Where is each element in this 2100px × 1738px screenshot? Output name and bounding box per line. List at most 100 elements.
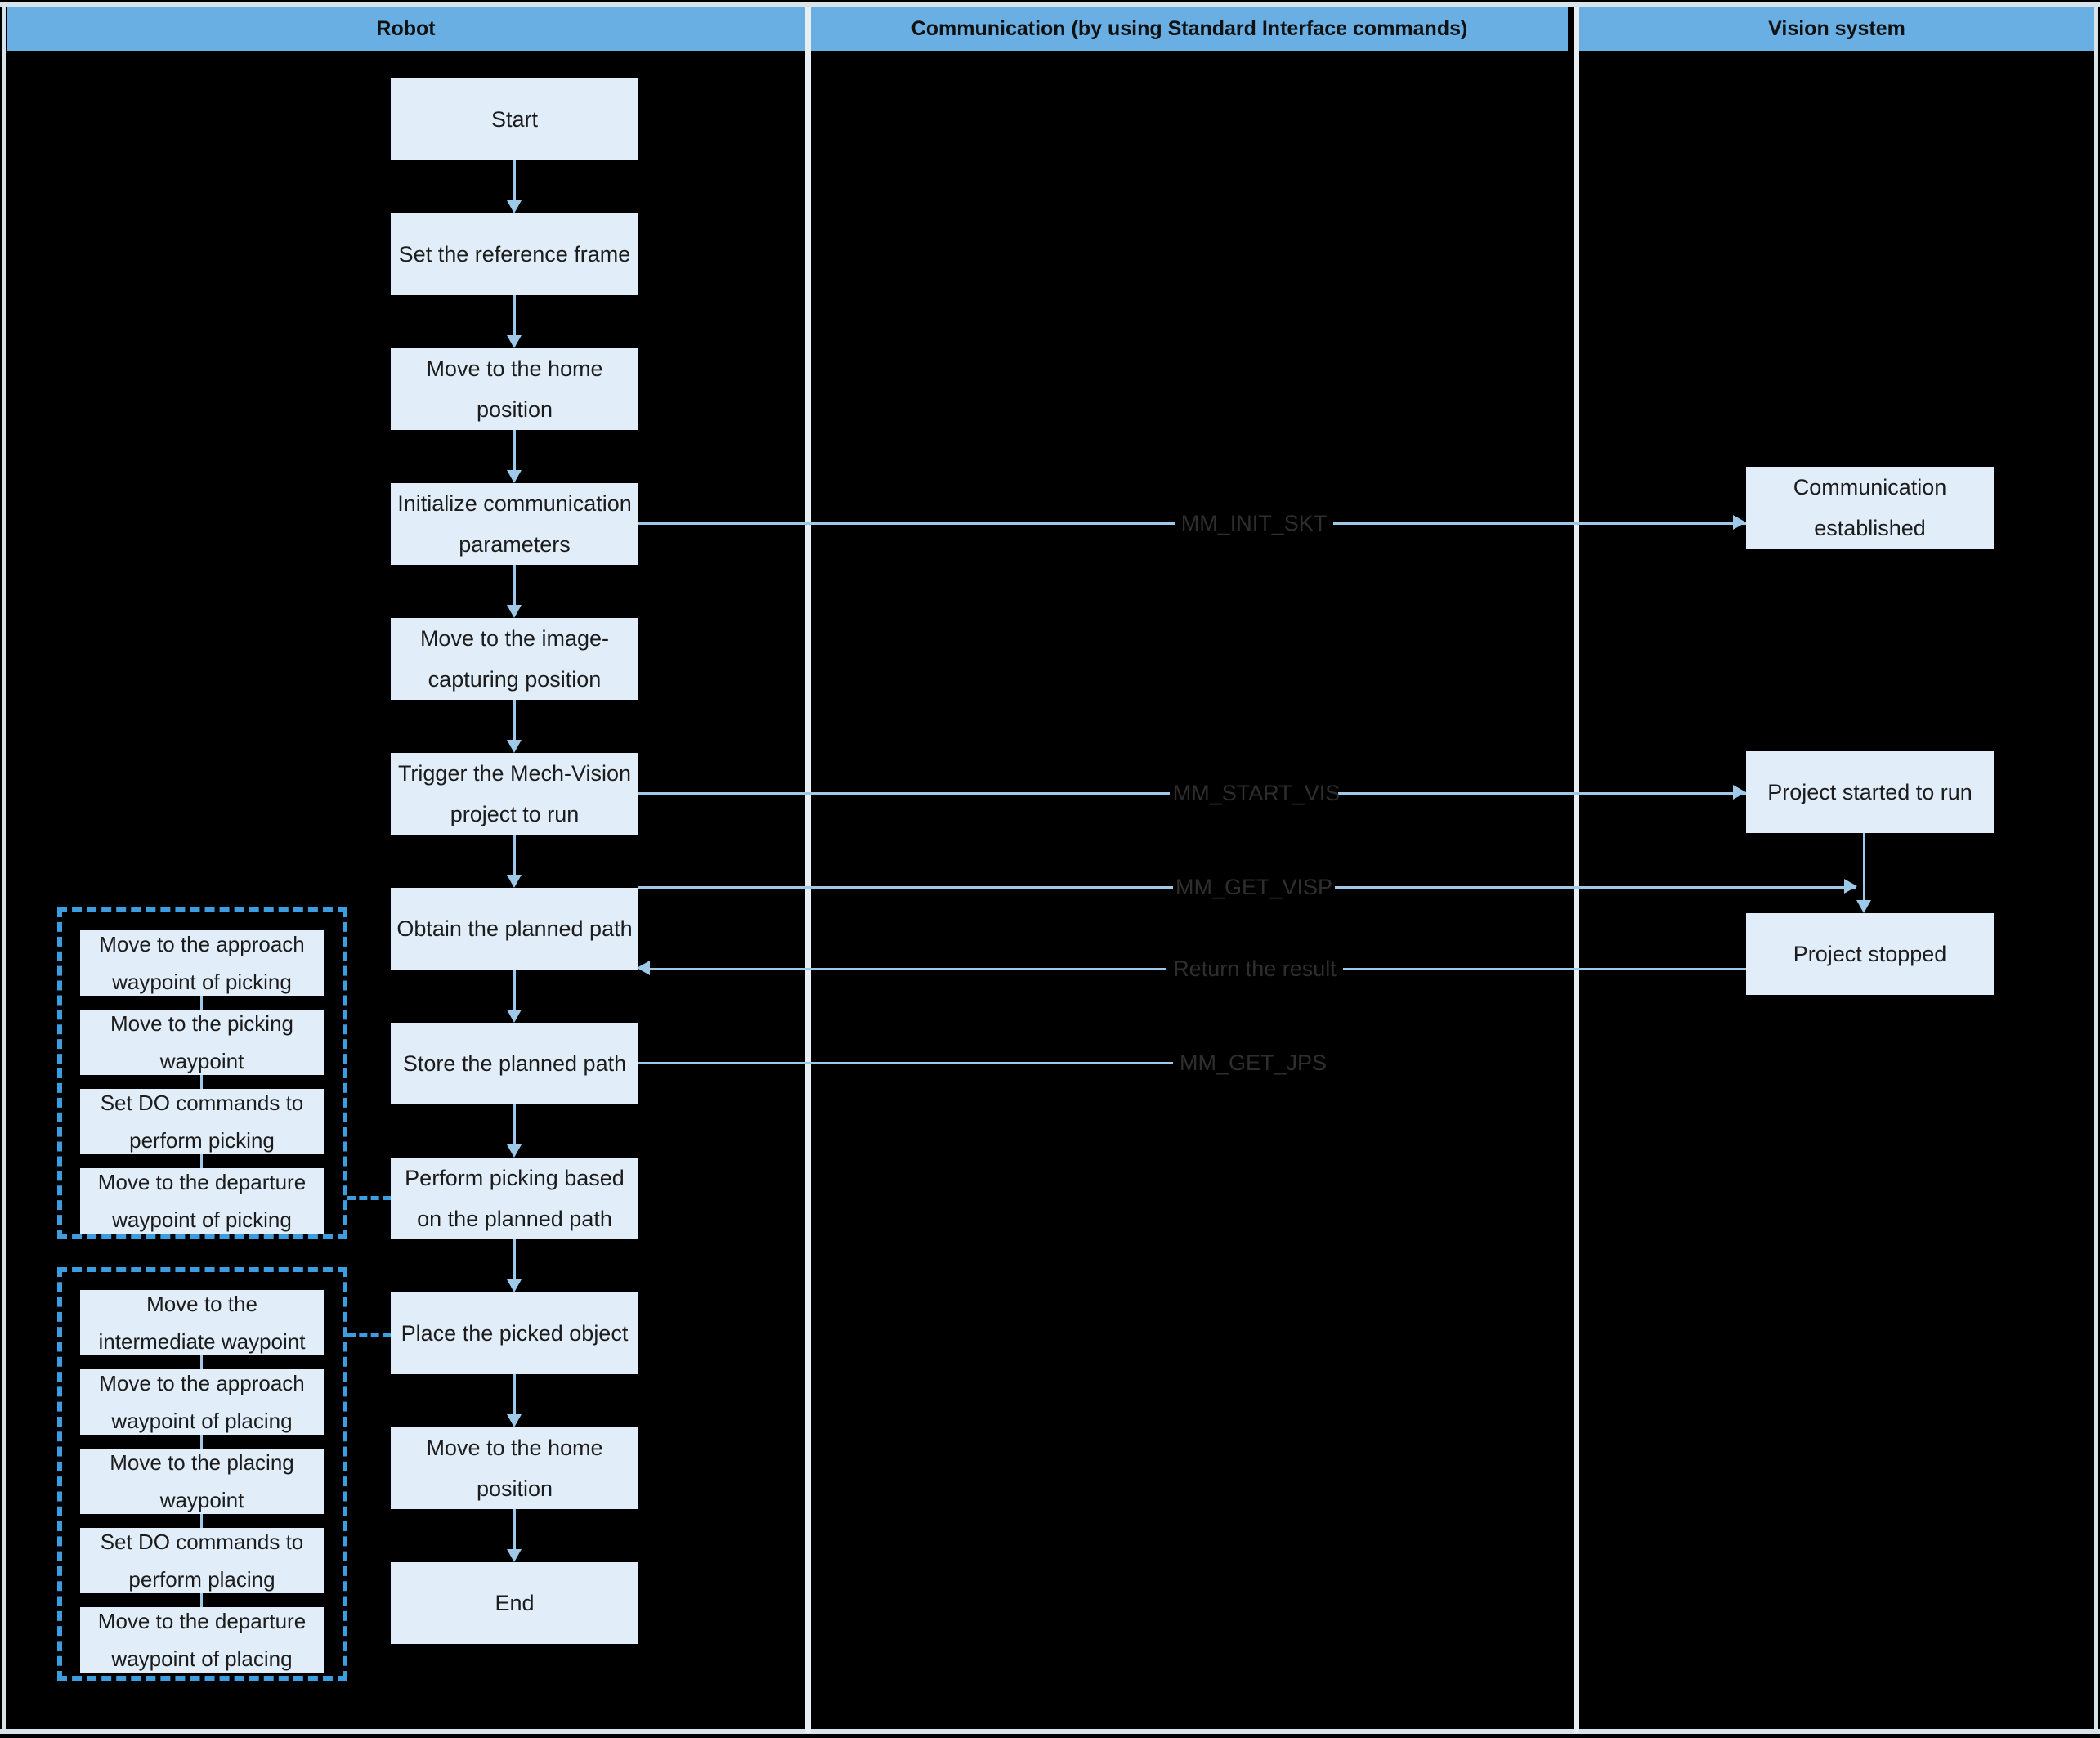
connector-placing-4-5 (200, 1593, 203, 1610)
msgline-mm-get-visp-left (638, 886, 1173, 889)
node-move-home-first-label: Move to the home position (426, 356, 603, 422)
message-label-return-the-result: Return the result (1173, 956, 1337, 981)
node-start-label: Start (490, 107, 539, 132)
msgline-mm-get-visp-right (1335, 886, 1856, 889)
node-approach-waypoint-picking[interactable]: Move to the approach waypoint of picking (80, 930, 324, 996)
node-project-stopped[interactable]: Project stopped (1746, 913, 1994, 995)
msgline-return-result-left (650, 968, 1166, 970)
node-project-stopped-label: Project stopped (1793, 942, 1947, 966)
node-picking-waypoint[interactable]: Move to the picking waypoint (80, 1010, 324, 1075)
message-label-mm-init-skt: MM_INIT_SKT (1180, 511, 1328, 535)
lane-divider-communication-vision (1574, 7, 1579, 1733)
msgline-return-result-right (1343, 968, 1746, 970)
node-initialize-communication-label: Initialize communication parameters (397, 491, 632, 557)
connector-start-to-reference (513, 160, 516, 200)
node-approach-waypoint-picking-label: Move to the approach waypoint of picking (99, 932, 305, 994)
frame-right-edge (2094, 2, 2098, 1734)
connector-picking-1-2 (200, 996, 203, 1012)
msgline-mm-init-skt-right (1333, 522, 1746, 525)
connector-picking-2-3 (200, 1075, 203, 1091)
node-project-started-to-run[interactable]: Project started to run (1746, 751, 1994, 833)
node-move-image-capturing[interactable]: Move to the image-capturing position (391, 618, 638, 700)
arrowhead-reference-to-home (507, 335, 522, 348)
connector-obtain-to-store (513, 970, 516, 1010)
lane-divider-robot-communication (805, 7, 811, 1733)
node-move-home-second[interactable]: Move to the home position (391, 1427, 638, 1509)
connector-perform-picking-to-place (513, 1239, 516, 1279)
node-intermediate-waypoint-label: Move to the intermediate waypoint (98, 1292, 306, 1354)
node-do-commands-placing[interactable]: Set DO commands to perform placing (80, 1528, 324, 1593)
arrowhead-store-to-perform-picking (507, 1144, 522, 1158)
node-communication-established[interactable]: Communication established (1746, 467, 1994, 549)
connector-trigger-to-obtain (513, 835, 516, 875)
connector-home-to-init (513, 430, 516, 470)
node-project-started-to-run-label: Project started to run (1767, 780, 1972, 804)
connector-placing-2-3 (200, 1435, 203, 1451)
node-perform-picking-label: Perform picking based on the planned pat… (405, 1166, 625, 1231)
group-picking-sequence (57, 907, 347, 1239)
connector-picking-3-4 (200, 1154, 203, 1171)
node-do-commands-picking[interactable]: Set DO commands to perform picking (80, 1089, 324, 1154)
frame-left-edge (2, 2, 6, 1734)
connector-store-to-perform-picking (513, 1104, 516, 1144)
node-obtain-planned-path-label: Obtain the planned path (396, 916, 633, 941)
connector-home-to-end (513, 1509, 516, 1549)
arrowhead-init-to-image-capture (507, 605, 522, 618)
node-end[interactable]: End (391, 1562, 638, 1644)
node-perform-picking[interactable]: Perform picking based on the planned pat… (391, 1158, 638, 1239)
node-do-commands-placing-label: Set DO commands to perform placing (100, 1530, 304, 1592)
arrowhead-mm-start-vis (1733, 785, 1746, 800)
connector-placing-3-4 (200, 1514, 203, 1530)
node-approach-waypoint-placing[interactable]: Move to the approach waypoint of placing (80, 1369, 324, 1435)
node-intermediate-waypoint[interactable]: Move to the intermediate waypoint (80, 1290, 324, 1355)
node-store-planned-path[interactable]: Store the planned path (391, 1023, 638, 1104)
connector-reference-to-home (513, 295, 516, 335)
arrowhead-place-to-home (507, 1414, 522, 1427)
node-start[interactable]: Start (391, 78, 638, 160)
connector-init-to-image-capture (513, 565, 516, 605)
frame-top-edge (0, 2, 2100, 7)
connector-placing-1-2 (200, 1355, 203, 1372)
connector-image-capture-to-trigger (513, 700, 516, 740)
node-placing-waypoint[interactable]: Move to the placing waypoint (80, 1449, 324, 1514)
node-end-label: End (495, 1591, 535, 1615)
node-departure-waypoint-picking[interactable]: Move to the departure waypoint of pickin… (80, 1168, 324, 1234)
node-placing-waypoint-label: Move to the placing waypoint (110, 1450, 294, 1512)
node-departure-waypoint-picking-label: Move to the departure waypoint of pickin… (97, 1170, 307, 1232)
lane-header-communication: Communication (by using Standard Interfa… (811, 7, 1568, 51)
connector-place-to-home (513, 1374, 516, 1414)
arrowhead-obtain-to-store (507, 1010, 522, 1023)
node-set-reference-frame[interactable]: Set the reference frame (391, 213, 638, 295)
node-communication-established-label: Communication established (1793, 475, 1947, 540)
node-initialize-communication[interactable]: Initialize communication parameters (391, 483, 638, 565)
arrowhead-home-to-end (507, 1549, 522, 1562)
node-store-planned-path-label: Store the planned path (402, 1051, 627, 1076)
node-do-commands-picking-label: Set DO commands to perform picking (100, 1091, 304, 1153)
node-set-reference-frame-label: Set the reference frame (398, 242, 631, 267)
message-label-mm-start-vis: MM_START_VIS (1172, 781, 1341, 805)
msgline-mm-start-vis-right (1338, 792, 1746, 795)
node-trigger-vision-project-label: Trigger the Mech-Vision project to run (397, 761, 632, 826)
node-departure-waypoint-placing-label: Move to the departure waypoint of placin… (97, 1609, 307, 1671)
node-move-home-second-label: Move to the home position (426, 1436, 603, 1501)
arrowhead-mm-get-visp (1844, 879, 1857, 894)
arrowhead-start-to-reference (507, 200, 522, 213)
arrowhead-perform-picking-to-place (507, 1279, 522, 1292)
dashed-connector-picking-group (347, 1196, 391, 1200)
msgline-mm-init-skt-left (638, 522, 1175, 525)
connector-project-started-to-stopped (1863, 833, 1865, 900)
node-place-picked-object[interactable]: Place the picked object (391, 1292, 638, 1374)
arrowhead-return-result (637, 961, 650, 975)
arrowhead-image-capture-to-trigger (507, 740, 522, 753)
node-move-home-first[interactable]: Move to the home position (391, 348, 638, 430)
arrowhead-home-to-init (507, 470, 522, 483)
node-obtain-planned-path[interactable]: Obtain the planned path (391, 888, 638, 970)
node-trigger-vision-project[interactable]: Trigger the Mech-Vision project to run (391, 753, 638, 835)
arrowhead-project-started-to-stopped (1856, 900, 1871, 913)
node-departure-waypoint-placing[interactable]: Move to the departure waypoint of placin… (80, 1607, 324, 1673)
node-move-image-capturing-label: Move to the image-capturing position (419, 626, 610, 692)
lane-header-vision-system: Vision system (1579, 7, 2094, 51)
arrowhead-trigger-to-obtain (507, 875, 522, 888)
node-approach-waypoint-placing-label: Move to the approach waypoint of placing (99, 1371, 305, 1433)
